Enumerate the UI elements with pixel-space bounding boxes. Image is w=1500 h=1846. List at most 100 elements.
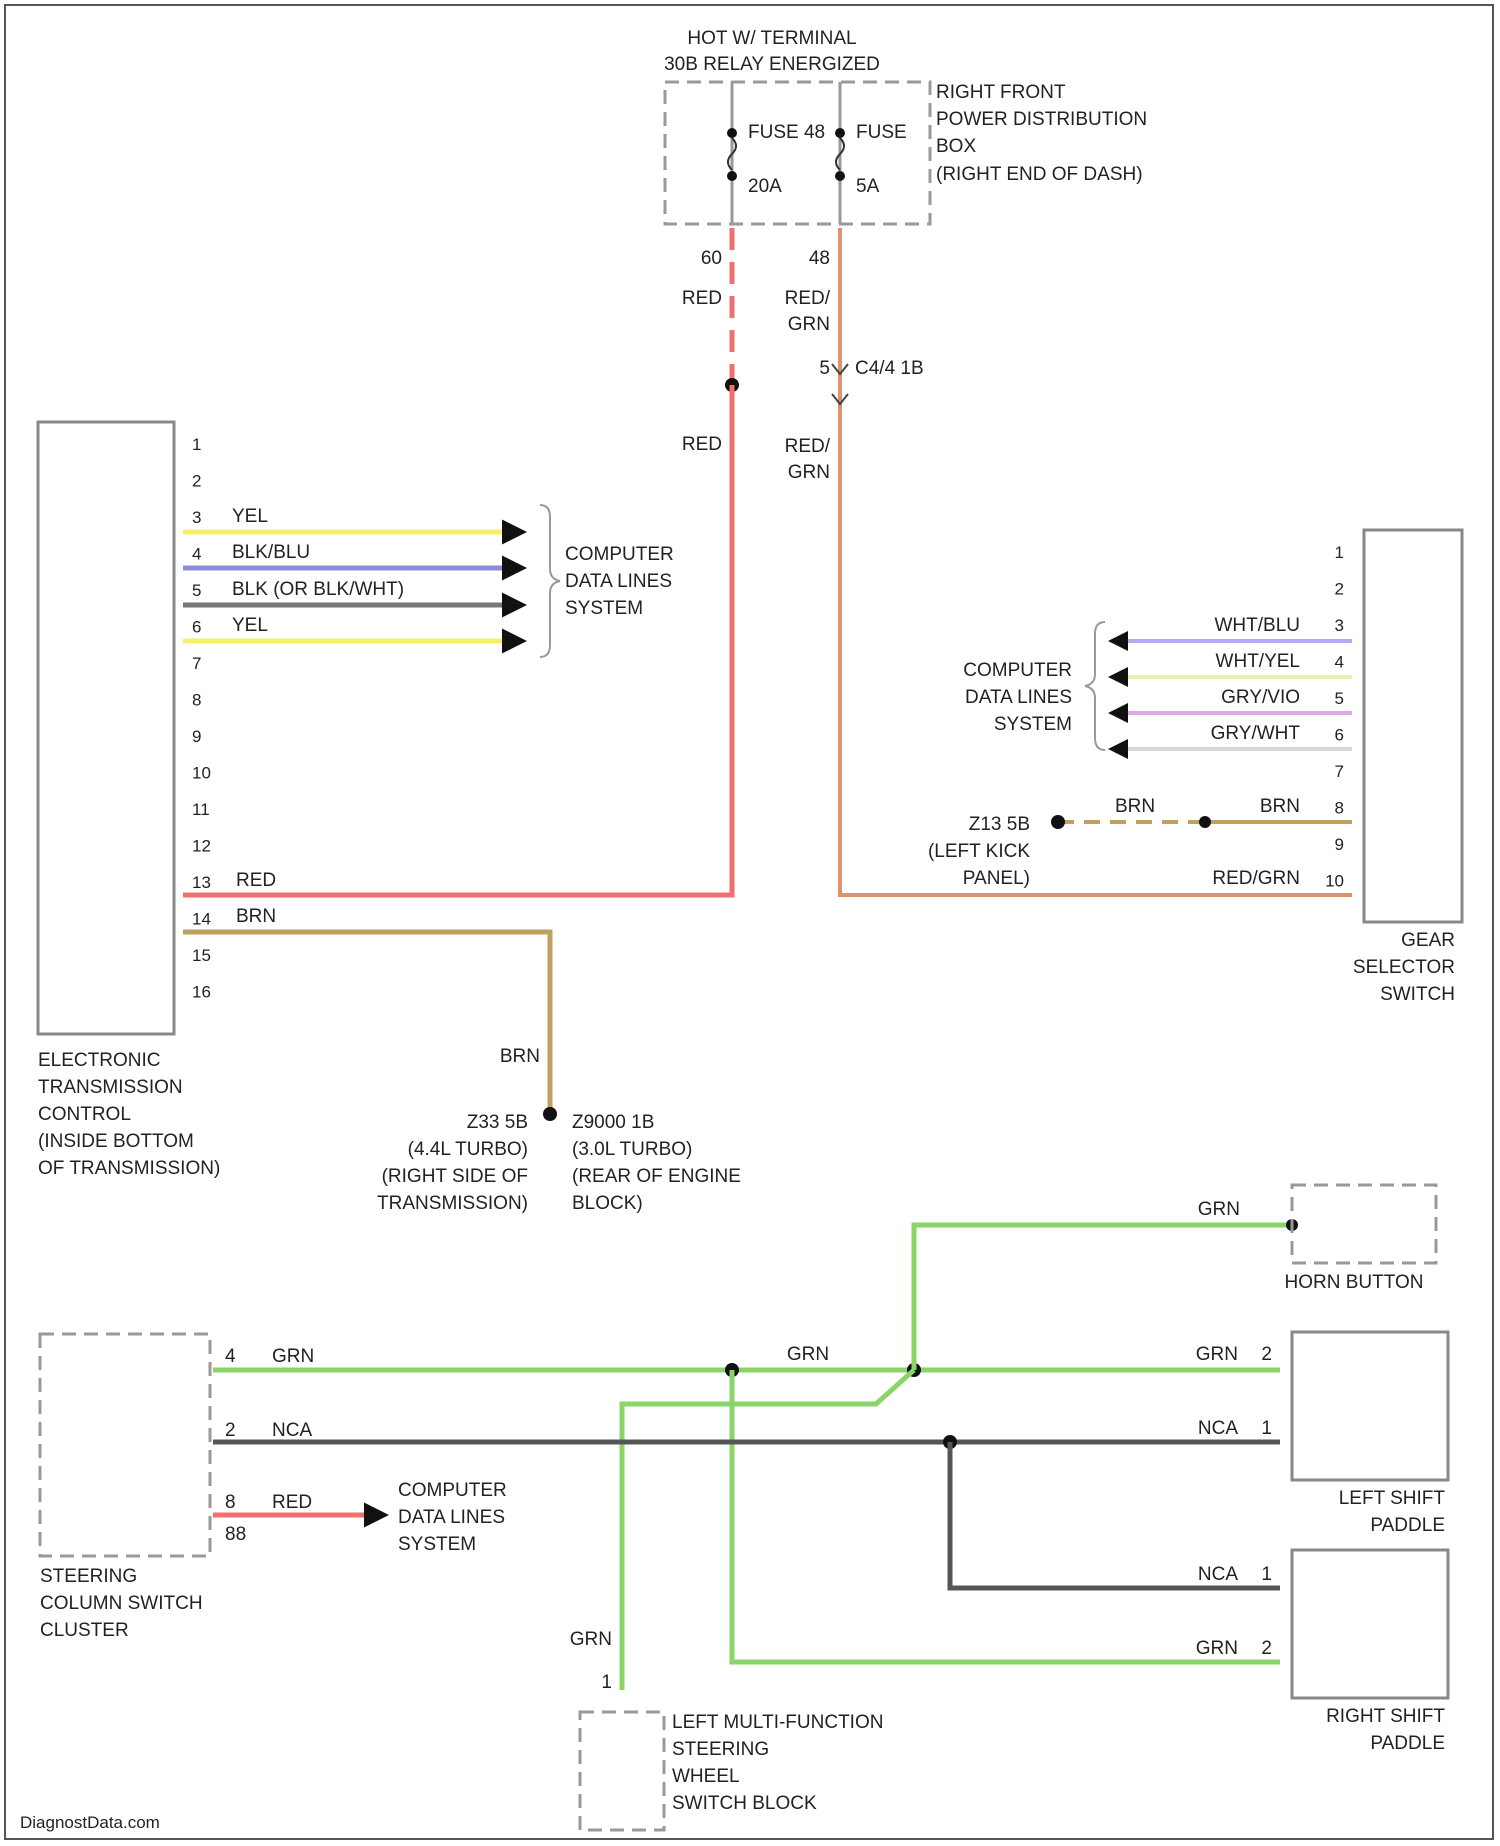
mf-label-0: LEFT MULTI-FUNCTION [672,1712,883,1733]
etc-ground-right-2: (REAR OF ENGINE [572,1166,741,1187]
steering-column-switch-cluster [40,1334,210,1556]
etc-pin-11: 11 [192,800,210,819]
pin-48: 48 [809,248,830,269]
gear-wire-p5: GRY/VIO [1221,687,1300,708]
right-shift-paddle [1292,1550,1448,1698]
fuse-a-bottom-node [727,171,737,181]
pdb-label-3: (RIGHT END OF DASH) [936,164,1143,185]
wire-multifunction-grn [622,1370,914,1690]
lsp-label-0: LEFT SHIFT [1339,1488,1446,1509]
gear-data-2: DATA LINES [965,687,1072,708]
footer-watermark: DiagnostData.com [20,1813,160,1832]
gear-pin-3: 3 [1335,616,1344,635]
hot-label-1: HOT W/ TERMINAL [687,28,856,49]
lsp-wire-2: GRN [1196,1344,1238,1365]
fuse-a-top-node [727,128,737,138]
gear-ground-node [1051,815,1065,829]
etc-label-4: OF TRANSMISSION) [38,1158,220,1179]
etc-pin-13: 13 [192,873,211,892]
etc-pin-5: 5 [192,581,201,600]
etc-data-brace [540,505,560,657]
gear-label-1: SELECTOR [1353,957,1455,978]
etc-ground-right-3: BLOCK) [572,1193,643,1214]
power-distribution-box [665,82,930,224]
fuse-b-label: FUSE [856,122,907,143]
pdb-label-2: BOX [936,136,976,157]
fuse-b-rating: 5A [856,176,880,197]
wire-red-lower: RED [682,434,722,455]
pin-60: 60 [701,248,722,269]
gear-pin-2: 2 [1335,580,1344,599]
gear-pin-4: 4 [1335,653,1344,672]
etc-ground-right-1: (3.0L TURBO) [572,1139,692,1160]
etc-ground-right-0: Z9000 1B [572,1112,654,1133]
rsp-label-1: PADDLE [1370,1733,1445,1754]
etc-ground-left-0: Z33 5B [467,1112,528,1133]
conn-pin-5: 5 [819,358,830,379]
steering-pin-88: 88 [225,1524,246,1545]
etc-data-3: SYSTEM [565,598,643,619]
etc-pin-14: 14 [192,910,211,929]
fuse-a-label: FUSE 48 [748,122,825,143]
pdb-label-0: RIGHT FRONT [936,82,1066,103]
steering-label-1: COLUMN SWITCH [40,1593,203,1614]
steering-label-2: CLUSTER [40,1620,129,1641]
wire-redgrn-lower-2: GRN [788,462,830,483]
etc-ground-left-1: (4.4L TURBO) [408,1139,528,1160]
gear-ground-2: PANEL) [963,868,1030,889]
wire-redgrn-gear-10 [840,228,1352,895]
etc-label-2: CONTROL [38,1104,131,1125]
gear-label-2: SWITCH [1380,984,1455,1005]
etc-pin-3: 3 [192,508,201,527]
wire-redgrn-upper-1: RED/ [785,288,831,309]
gear-pin-8: 8 [1335,799,1344,818]
rsp-wire-2: GRN [1196,1638,1238,1659]
pdb-label-1: POWER DISTRIBUTION [936,109,1147,130]
hot-label-2: 30B RELAY ENERGIZED [664,54,880,75]
mf-label-1: STEERING [672,1739,769,1760]
gear-wire-p10: RED/GRN [1212,868,1300,889]
gear-data-1: COMPUTER [963,660,1072,681]
gear-pin-5: 5 [1335,689,1344,708]
fuse-b-top-node [835,128,845,138]
etc-pin-4: 4 [192,545,201,564]
fuse-b-bottom-node [835,171,845,181]
rsp-wire-1: NCA [1198,1564,1238,1585]
etc-wire-p4: BLK/BLU [232,542,310,563]
steering-wire-8: RED [272,1492,312,1513]
etc-wire-p14: BRN [236,906,276,927]
etc-wire-p6: YEL [232,615,268,636]
steering-wire-mid: GRN [787,1344,829,1365]
horn-label: HORN BUTTON [1285,1272,1424,1293]
etc-pin-6: 6 [192,618,201,637]
etc-pin-10: 10 [192,764,211,783]
gear-wire-p8a: BRN [1115,796,1155,817]
left-multifunction-switch-block [580,1712,664,1830]
steering-pin-8: 8 [225,1492,236,1513]
lsp-label-1: PADDLE [1370,1515,1445,1536]
horn-button [1292,1185,1436,1263]
etc-pin-9: 9 [192,727,201,746]
steering-wire-4: GRN [272,1346,314,1367]
gear-data-3: SYSTEM [994,714,1072,735]
lsp-pin-1: 1 [1261,1418,1272,1439]
gear-pin-1: 1 [1335,543,1344,562]
etc-pin-8: 8 [192,691,201,710]
gear-selector-switch [1364,530,1462,922]
etc-pin-12: 12 [192,837,211,856]
mf-pin: 1 [601,1672,612,1693]
wire-redgrn-upper-2: GRN [788,314,830,335]
lsp-pin-2: 2 [1261,1344,1272,1365]
etc-ground-left-2: (RIGHT SIDE OF [382,1166,528,1187]
gear-brn-splice [1199,816,1211,828]
steering-data-1: COMPUTER [398,1480,507,1501]
etc-wire-p13: RED [236,870,276,891]
gear-label-0: GEAR [1401,930,1455,951]
lsp-wire-1: NCA [1198,1418,1238,1439]
etc-data-1: COMPUTER [565,544,674,565]
steering-label-0: STEERING [40,1566,137,1587]
fuse-a-rating: 20A [748,176,782,197]
